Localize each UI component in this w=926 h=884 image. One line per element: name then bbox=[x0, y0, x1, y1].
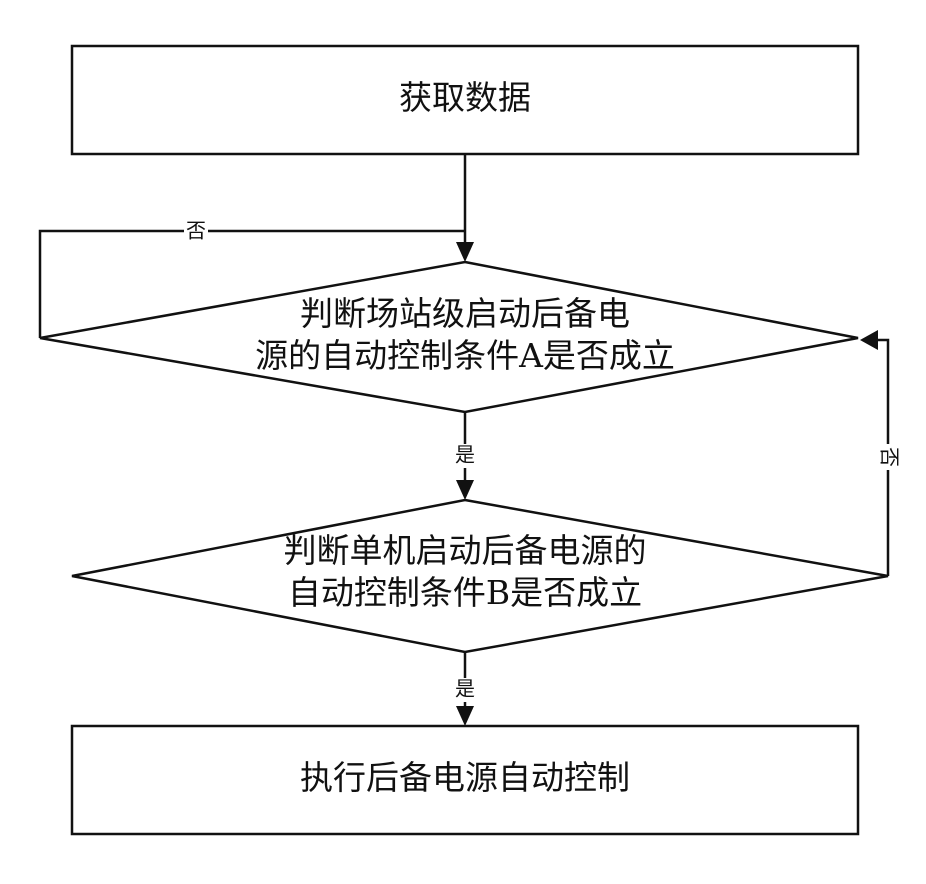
condition-b-label-line2: 自动控制条件B是否成立 bbox=[288, 573, 642, 612]
b-yes-label: 是 bbox=[455, 677, 475, 701]
get-data-label: 获取数据 bbox=[399, 78, 531, 117]
arrowhead-into-b bbox=[456, 480, 474, 500]
execute-label: 执行后备电源自动控制 bbox=[300, 758, 630, 797]
condition-a-label-line1: 判断场站级启动后备电 bbox=[300, 294, 630, 333]
a-yes-label: 是 bbox=[455, 443, 475, 467]
condition-a-label-line2: 源的自动控制条件A是否成立 bbox=[255, 336, 675, 375]
arrowhead-into-a-right bbox=[860, 330, 878, 350]
a-no-label: 否 bbox=[186, 219, 206, 243]
condition-b-label-line1: 判断单机启动后备电源的 bbox=[284, 531, 647, 570]
arrowhead-into-a bbox=[456, 242, 474, 262]
arrowhead-into-execute bbox=[456, 706, 474, 726]
b-no-label: 否 bbox=[878, 447, 902, 467]
